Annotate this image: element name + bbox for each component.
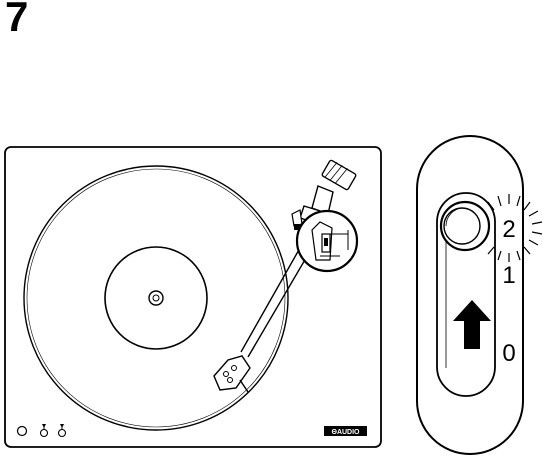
brand-badge: ΘAUDIO [324,426,367,436]
switch-position-label: 2 [502,216,515,243]
counterweight [321,159,357,191]
jack-icon [39,424,49,438]
step-number: 7 [5,0,29,40]
platter-icon [23,165,289,431]
switch-position-label: 1 [502,262,515,289]
power-button [16,425,28,437]
tonearm-zoom-callout [295,209,359,273]
jack-icon [57,424,67,438]
arrow-up-icon [453,300,491,349]
front-panel [16,424,67,438]
speed-switch-detail: 2 1 0 [416,135,543,455]
brand-label: ΘAUDIO [332,429,361,436]
switch-knob-icon[interactable] [439,200,491,252]
switch-position-label: 0 [502,340,515,367]
cartridge-icon [213,355,251,393]
turntable: ΘAUDIO [4,146,382,448]
glow-burst-icon [487,194,543,262]
